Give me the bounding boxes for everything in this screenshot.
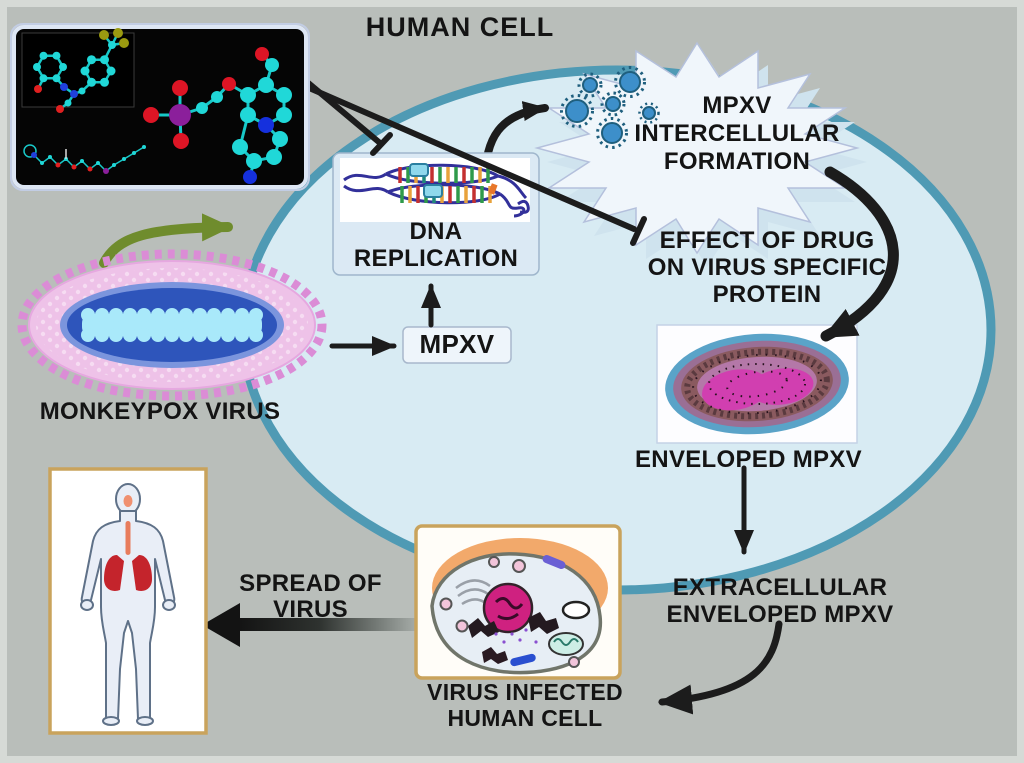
extracellular-line-2: ENVELOPED MPXV bbox=[666, 601, 894, 628]
body-outline bbox=[80, 510, 176, 720]
virus-particles bbox=[560, 66, 660, 149]
formation-line-2: INTERCELLULAR bbox=[634, 120, 840, 147]
spread-label: SPREAD OF VIRUS bbox=[228, 571, 393, 623]
effect-line-2: ON VIRUS SPECIFIC bbox=[647, 254, 887, 281]
inhibit-cap-protein bbox=[630, 216, 647, 246]
inhibit-cap-dna bbox=[370, 132, 393, 156]
dna-line-2: REPLICATION bbox=[353, 245, 519, 272]
arrow-spread-of-virus bbox=[202, 603, 418, 647]
infected-line-2: HUMAN CELL bbox=[447, 705, 603, 731]
formation-line-1: MPXV bbox=[702, 92, 772, 119]
arrow-formation-to-enveloped bbox=[820, 166, 899, 342]
enveloped-mpxv-image bbox=[656, 324, 858, 444]
human-body-image bbox=[48, 467, 208, 735]
enveloped-label: ENVELOPED MPXV bbox=[635, 446, 862, 473]
formation-line-3: FORMATION bbox=[663, 148, 811, 175]
dna-replication-label: DNA REPLICATION bbox=[333, 218, 539, 272]
effect-line-1: EFFECT OF DRUG bbox=[659, 227, 875, 254]
extracellular-line-1: EXTRACELLULAR bbox=[672, 574, 888, 601]
infected-cell-image bbox=[414, 524, 622, 680]
human-cell-label: HUMAN CELL bbox=[365, 12, 555, 42]
effect-label: EFFECT OF DRUG ON VIRUS SPECIFIC PROTEIN bbox=[628, 227, 906, 308]
infected-line-1: VIRUS INFECTED bbox=[427, 679, 623, 705]
dna-art bbox=[343, 163, 530, 218]
spread-line-2: VIRUS bbox=[273, 596, 348, 623]
formation-label: MPXV INTERCELLULAR FORMATION bbox=[612, 92, 862, 176]
dna-line-1: DNA bbox=[409, 218, 463, 245]
mpxv-box-label: MPXV bbox=[419, 329, 495, 359]
arrows bbox=[297, 73, 899, 715]
mpxv-box bbox=[402, 326, 512, 364]
monkeypox-label: MONKEYPOX VIRUS bbox=[39, 398, 281, 425]
starburst bbox=[534, 41, 867, 267]
entry-arrow-green bbox=[99, 213, 233, 268]
dna-replication-box bbox=[332, 152, 540, 276]
infected-label: VIRUS INFECTED HUMAN CELL bbox=[400, 679, 650, 731]
inhibit-line-protein bbox=[297, 81, 637, 232]
spread-line-1: SPREAD OF bbox=[239, 570, 382, 597]
drug-molecule-panel bbox=[10, 23, 310, 191]
extracellular-label: EXTRACELLULAR ENVELOPED MPXV bbox=[650, 574, 910, 628]
arrow-extracellular-to-infected bbox=[658, 620, 783, 715]
effect-line-3: PROTEIN bbox=[712, 281, 822, 308]
monkeypox-virus-graphic bbox=[17, 249, 327, 401]
